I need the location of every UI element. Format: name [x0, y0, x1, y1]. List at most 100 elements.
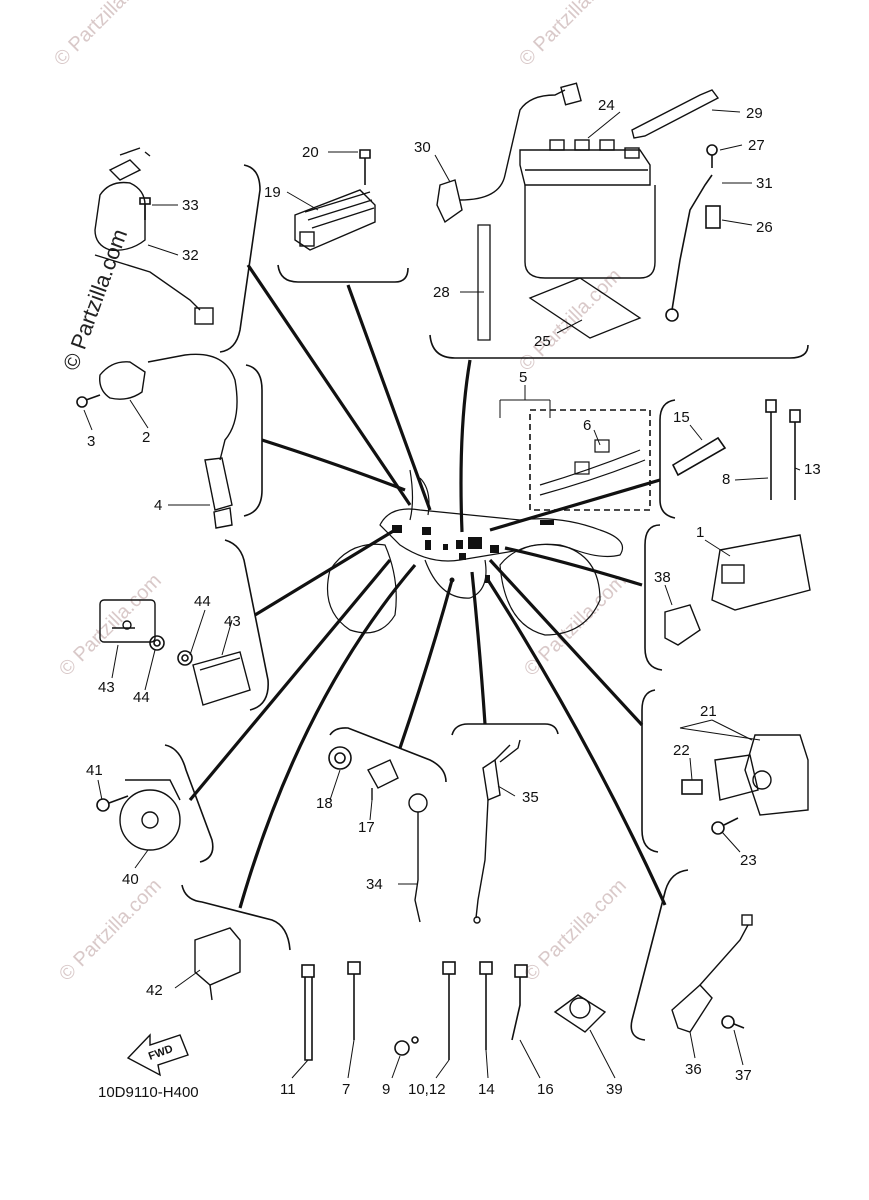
battery-24	[519, 139, 656, 279]
nut-44	[149, 635, 165, 651]
breather-cable-30	[436, 82, 582, 224]
starter-relay-21	[714, 734, 809, 816]
bracket-coil	[243, 364, 263, 517]
callout-44b: 44	[133, 689, 150, 706]
leader-horn	[188, 558, 392, 802]
main-switch-32	[94, 147, 214, 325]
callout-30: 30	[414, 139, 431, 156]
fwd-arrow-icon	[126, 1033, 189, 1077]
horn-40	[119, 779, 181, 851]
leader-switch35	[470, 571, 487, 725]
bracket-battery	[429, 334, 809, 359]
callout-13: 13	[804, 461, 821, 478]
bolt-23	[711, 817, 739, 835]
switch-35	[473, 739, 521, 924]
screw-37	[721, 1015, 745, 1029]
callout-43a: 43	[224, 613, 241, 630]
band-14	[479, 961, 493, 1050]
clamp-39	[553, 994, 607, 1033]
connector-38	[664, 604, 701, 646]
leader-relay	[238, 563, 417, 909]
callout-3: 3	[87, 433, 95, 450]
lead-34	[408, 793, 428, 923]
relay-42	[194, 927, 241, 1001]
callout-6: 6	[583, 417, 591, 434]
rectifier-regulator-19	[294, 189, 376, 251]
bracket-switch35	[451, 723, 559, 736]
callout-8: 8	[722, 471, 730, 488]
callout-15: 15	[673, 409, 690, 426]
bracket-regulator	[277, 264, 409, 283]
gasket-18	[328, 746, 352, 770]
neutral-switch-17	[367, 759, 399, 800]
band-8	[765, 399, 777, 500]
bracket-lights	[224, 539, 269, 711]
diagram-code: 10D9110-H400	[98, 1084, 199, 1101]
leader-main-switch	[246, 264, 412, 506]
battery-band-29	[631, 89, 720, 139]
callout-19: 19	[264, 184, 281, 201]
screw-3	[76, 394, 101, 408]
bracket-fuel	[630, 869, 689, 1041]
callout-14: 14	[478, 1081, 495, 1098]
cdi-unit-1	[711, 534, 811, 611]
pad-25	[528, 277, 642, 339]
leader-fuel	[486, 579, 667, 906]
frame-outline	[326, 469, 624, 636]
callout-5: 5	[519, 369, 527, 386]
callout-27: 27	[748, 137, 765, 154]
callout-4: 4	[154, 497, 162, 514]
leader-coil	[261, 438, 406, 492]
callout-22: 22	[673, 742, 690, 759]
callout-31: 31	[756, 175, 773, 192]
fuse-22	[681, 779, 703, 795]
callout-36: 36	[685, 1061, 702, 1078]
bracket-relay	[181, 884, 291, 951]
plug-cap-4	[204, 457, 233, 529]
callout-24: 24	[598, 97, 615, 114]
callout-2: 2	[142, 429, 150, 446]
clip-9	[394, 1036, 419, 1056]
callout-26: 26	[756, 219, 773, 236]
screw-33	[139, 197, 151, 220]
reflector-43	[99, 599, 156, 643]
callout-10-12: 10,12	[408, 1081, 446, 1098]
callout-35: 35	[522, 789, 539, 806]
band-11	[301, 964, 315, 1061]
leader-bands	[489, 478, 661, 532]
callout-39: 39	[606, 1081, 623, 1098]
bracket-starter	[641, 689, 659, 853]
band-10-12	[442, 961, 456, 1060]
ignition-coil-2	[99, 353, 238, 461]
reflector-43b	[192, 651, 251, 706]
nut-44b	[177, 650, 193, 666]
callout-11: 11	[280, 1081, 296, 1098]
breather-pipe-28	[477, 224, 491, 341]
band-7	[347, 961, 361, 1040]
callout-16: 16	[537, 1081, 554, 1098]
leader-sensor	[398, 579, 454, 749]
holder-26	[705, 205, 721, 229]
item-5-dashed-box	[529, 409, 651, 511]
bracket-horn	[164, 744, 214, 863]
callout-38: 38	[654, 569, 671, 586]
callout-1: 1	[696, 524, 704, 541]
band-13	[789, 409, 801, 500]
bracket-main-switch	[219, 164, 261, 353]
callout-33: 33	[182, 197, 199, 214]
leader-lights	[254, 528, 396, 617]
bolt-20	[359, 149, 371, 185]
callout-37: 37	[735, 1067, 752, 1084]
callout-20: 20	[302, 144, 319, 161]
bolt-27	[706, 144, 718, 168]
callout-40: 40	[122, 871, 139, 888]
callout-29: 29	[746, 105, 763, 122]
callout-25: 25	[534, 333, 551, 350]
bracket-bands	[659, 399, 676, 519]
bracket-sensor	[329, 727, 447, 783]
callout-32: 32	[182, 247, 199, 264]
harness-segment-5	[539, 439, 646, 496]
callout-17: 17	[358, 819, 375, 836]
leader-regulator	[346, 284, 432, 511]
lead-31	[665, 174, 713, 322]
